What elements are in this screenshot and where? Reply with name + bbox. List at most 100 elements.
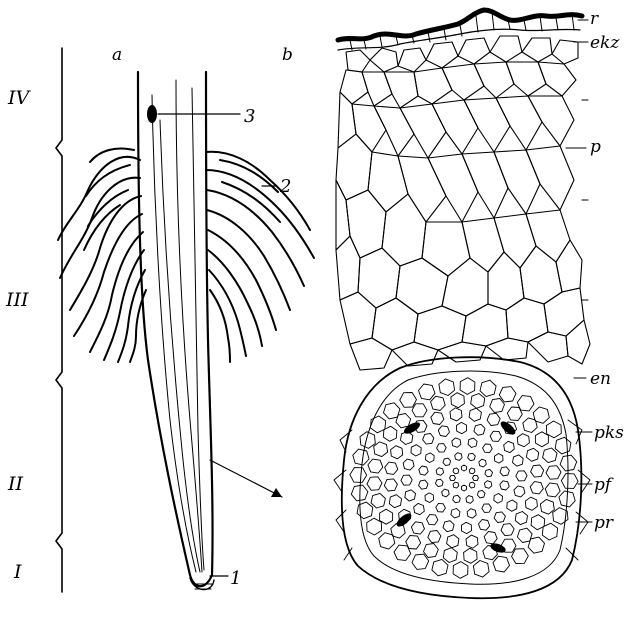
stele-cell (477, 490, 485, 498)
stele-cell (473, 475, 479, 480)
stele (334, 357, 590, 598)
stele-cell (483, 444, 493, 453)
stele-cell (487, 413, 500, 425)
label-en: en (590, 369, 611, 389)
stele-cell (419, 384, 436, 400)
stele-cell (391, 446, 403, 459)
stele-cell (528, 537, 544, 553)
zone-label-iv: IV (7, 87, 32, 109)
panel-label-a: a (112, 45, 122, 65)
stele-cell (427, 515, 438, 525)
zone-label-ii: II (7, 473, 24, 495)
stele-cell (494, 454, 503, 464)
stele-cell (436, 468, 444, 476)
stele-cell (480, 380, 496, 396)
stele-cell (426, 453, 435, 463)
stele-cell (367, 477, 382, 491)
stele-cell (419, 466, 428, 475)
stele-cell (439, 379, 455, 396)
stele-cell (423, 434, 434, 445)
stele-cell (442, 489, 450, 497)
stele-cell (485, 469, 493, 476)
stele-cell (466, 535, 478, 548)
stele-cell (531, 465, 544, 477)
stele-cell (533, 407, 549, 423)
stele-cell (501, 524, 514, 536)
stele-cell (484, 532, 497, 544)
stele-cell (450, 408, 462, 421)
stele-cell (461, 522, 471, 533)
stele-cell (545, 483, 560, 497)
stele-cell (499, 387, 516, 402)
label-pf: pf (594, 475, 614, 495)
label-ekz: ekz (590, 33, 620, 53)
stele-cell (474, 424, 485, 435)
stele-cell (389, 495, 401, 508)
stele-cell (464, 548, 478, 563)
stele-cell (452, 438, 461, 447)
stele-cell (450, 475, 456, 480)
stele-cell (469, 468, 475, 474)
root-drawing (58, 72, 314, 590)
stele-cell (493, 556, 510, 572)
stele-cell (455, 453, 462, 461)
stele-cell (438, 426, 449, 437)
zone-scale (56, 48, 62, 592)
stele-cell (546, 421, 561, 438)
stele-cell (357, 502, 373, 519)
stele-cell (379, 533, 395, 549)
stele-cell (371, 493, 385, 508)
stele-cell (517, 396, 534, 411)
stele-cell (412, 554, 429, 569)
callout-2: 2 (279, 176, 291, 197)
stele-cell (447, 535, 459, 548)
stele-cell (546, 466, 561, 480)
stele-cell (490, 431, 501, 441)
stele-cell (437, 444, 447, 453)
stele-cell (457, 422, 467, 433)
stele-cell (500, 481, 509, 490)
stele-cell (384, 403, 400, 419)
stele-cell (479, 459, 487, 467)
stele-cell (405, 490, 416, 501)
stele-cell (350, 468, 367, 483)
stele-cell (403, 459, 414, 470)
stele-cell (517, 434, 529, 447)
stele-cell (453, 562, 468, 579)
stele-cell (411, 522, 424, 534)
label-pks: pks (594, 423, 624, 443)
stele-cell (436, 479, 444, 486)
stele-cell (526, 448, 538, 461)
stele-cell (479, 520, 490, 531)
stele-cell (484, 481, 492, 489)
callout-3: 3 (244, 106, 255, 127)
stele-cell (451, 509, 460, 518)
stele-cell (561, 474, 578, 489)
stele-cell (443, 458, 451, 466)
stele-cell (394, 545, 411, 560)
stele-cell (374, 442, 388, 457)
zone-label-iii: III (5, 289, 29, 311)
stele-cell (414, 503, 425, 514)
label-p: p (590, 137, 601, 157)
stele-cell (400, 393, 417, 408)
stele-cell (460, 378, 475, 395)
stele-cell (419, 480, 428, 489)
stele-cell (424, 544, 439, 558)
stele-cell (469, 408, 481, 421)
stele-cell (540, 499, 554, 514)
stele-cell (467, 509, 476, 518)
stele-cell (453, 468, 459, 474)
stele-cell (453, 482, 459, 488)
label-r: r (590, 9, 599, 29)
stele-cell (530, 482, 543, 494)
stele-cell (461, 485, 466, 491)
stele-cell (370, 416, 385, 433)
stele-cell (436, 503, 446, 512)
stele-cell (514, 486, 525, 497)
stele-cell (468, 453, 476, 460)
zone-label-i: I (13, 561, 22, 583)
stele-cell (368, 459, 383, 473)
stele-cell (469, 482, 475, 488)
stele-cell (543, 448, 557, 463)
